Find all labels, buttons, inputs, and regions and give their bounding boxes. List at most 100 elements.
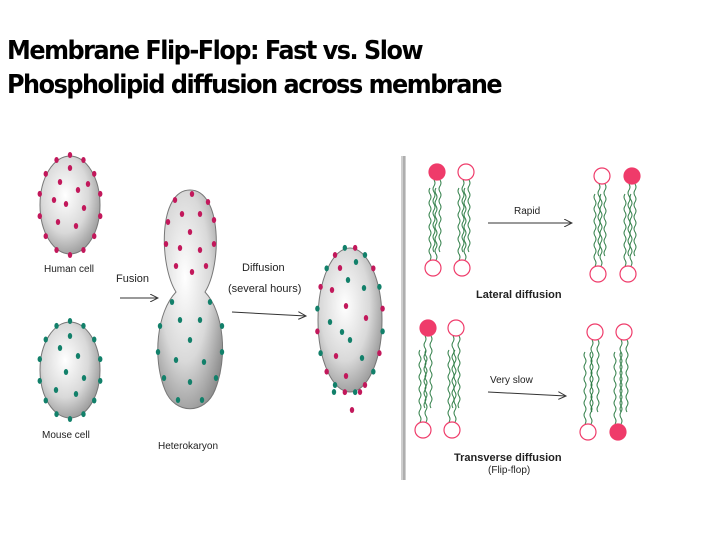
phospholipid — [424, 187, 442, 277]
fused-green-marker — [315, 305, 320, 312]
lipid-tail — [589, 351, 593, 425]
fused-green-marker — [380, 328, 385, 335]
lipid-tail — [583, 351, 587, 425]
labeled-headgroup — [609, 423, 627, 441]
fused-red-marker — [324, 368, 329, 375]
heterokaryon-green-marker — [175, 397, 181, 403]
fused-green-marker — [331, 389, 337, 395]
mouse-marker — [92, 397, 97, 404]
human-marker — [55, 219, 61, 225]
mouse-marker — [98, 377, 103, 384]
mouse-marker — [81, 411, 86, 418]
fused-green-marker — [352, 389, 358, 396]
labeled-headgroup — [428, 163, 446, 181]
time-label: (several hours) — [228, 283, 301, 295]
lipid-tail — [627, 183, 631, 257]
human-marker — [73, 223, 79, 229]
mouse-marker — [57, 345, 63, 351]
lipid-tail — [423, 335, 427, 409]
lipid-tail — [633, 183, 637, 257]
lipid-tail — [599, 193, 603, 267]
heterokaryon-green-marker — [155, 349, 161, 355]
fused-red-marker — [357, 389, 363, 395]
human-marker — [75, 187, 81, 193]
human-marker — [81, 247, 86, 254]
lipid-tail — [623, 193, 627, 267]
headgroup — [457, 163, 475, 181]
lipid-tail — [593, 193, 597, 267]
lipid-tail — [453, 349, 457, 423]
human-markers — [37, 152, 103, 258]
heterokaryon-red-marker — [189, 191, 195, 197]
human-marker — [98, 190, 103, 197]
fused-red-marker — [315, 328, 320, 335]
fused-green-marker — [345, 277, 351, 283]
fused-green-marker — [324, 265, 329, 272]
mouse-marker — [53, 387, 59, 393]
lipid-tail — [451, 335, 455, 409]
lipid-diffusion-panel: Rapid Lateral diffusion Very slow Transv… — [414, 163, 641, 476]
fused-red-marker — [342, 389, 348, 396]
fused-red-marker — [352, 244, 358, 251]
heterokaryon-red-marker — [179, 211, 185, 217]
flip-flop-caption: (Flip-flop) — [488, 465, 530, 476]
phospholipids — [414, 163, 641, 441]
mouse-marker — [81, 322, 86, 329]
lipid-tail — [461, 179, 465, 253]
heterokaryon-green-marker — [207, 299, 213, 305]
human-marker — [37, 190, 42, 197]
mouse-marker — [54, 411, 59, 418]
lipid-tail — [457, 335, 461, 409]
heterokaryon-green-marker — [161, 375, 167, 381]
human-marker — [67, 165, 73, 171]
mouse-marker — [37, 377, 42, 384]
fused-green-marker — [377, 283, 382, 290]
title-line-2: Phospholipid diffusion across membrane — [7, 70, 503, 100]
mouse-markers — [37, 318, 103, 422]
fused-red-marker — [343, 303, 349, 309]
heterokaryon-green-marker — [213, 375, 219, 381]
fused-red-marker — [318, 283, 323, 290]
fused-green-marker — [332, 382, 338, 389]
fused-green-marker — [318, 350, 323, 357]
labeled-headgroup — [419, 319, 437, 337]
lipid-tail — [619, 351, 623, 425]
headgroup — [615, 323, 633, 341]
human-marker — [54, 247, 59, 254]
mouse-marker — [67, 318, 73, 324]
heterokaryon-green-marker — [157, 323, 163, 329]
mouse-marker — [54, 322, 59, 329]
heterokaryon-green-marker — [219, 323, 225, 329]
human-marker — [67, 252, 73, 258]
fused-red-marker — [329, 287, 335, 293]
headgroup — [453, 259, 471, 277]
heterokaryon-red-marker — [177, 245, 183, 251]
title-line-1: Membrane Flip-Flop: Fast vs. Slow — [7, 36, 424, 66]
mouse-marker — [67, 333, 73, 339]
heterokaryon-red-marker — [205, 199, 211, 205]
lipid-tail — [432, 179, 436, 253]
headgroup — [414, 421, 432, 439]
lipid-tail — [597, 183, 601, 257]
lipid-tail — [434, 187, 438, 261]
lipid-tail — [596, 339, 600, 413]
human-marker — [43, 170, 48, 177]
heterokaryon-red-marker — [203, 263, 209, 269]
heterokaryon-red-marker — [211, 241, 217, 247]
fused-red-marker — [377, 350, 382, 357]
heterokaryon-red-marker — [197, 247, 203, 253]
phospholipid — [593, 167, 611, 257]
heterokaryon-green-marker — [187, 379, 193, 385]
human-marker — [92, 233, 97, 240]
human-marker — [37, 213, 42, 220]
heterokaryon-red-marker — [211, 217, 217, 223]
mouse-marker — [43, 397, 48, 404]
phospholipid — [419, 319, 437, 409]
human-marker — [92, 170, 97, 177]
headgroup — [589, 265, 607, 283]
headgroup — [619, 265, 637, 283]
transverse-diffusion-caption: Transverse diffusion — [454, 452, 562, 464]
human-marker — [81, 156, 86, 163]
lipid-tail — [424, 349, 428, 423]
heterokaryon-markers — [155, 191, 225, 403]
